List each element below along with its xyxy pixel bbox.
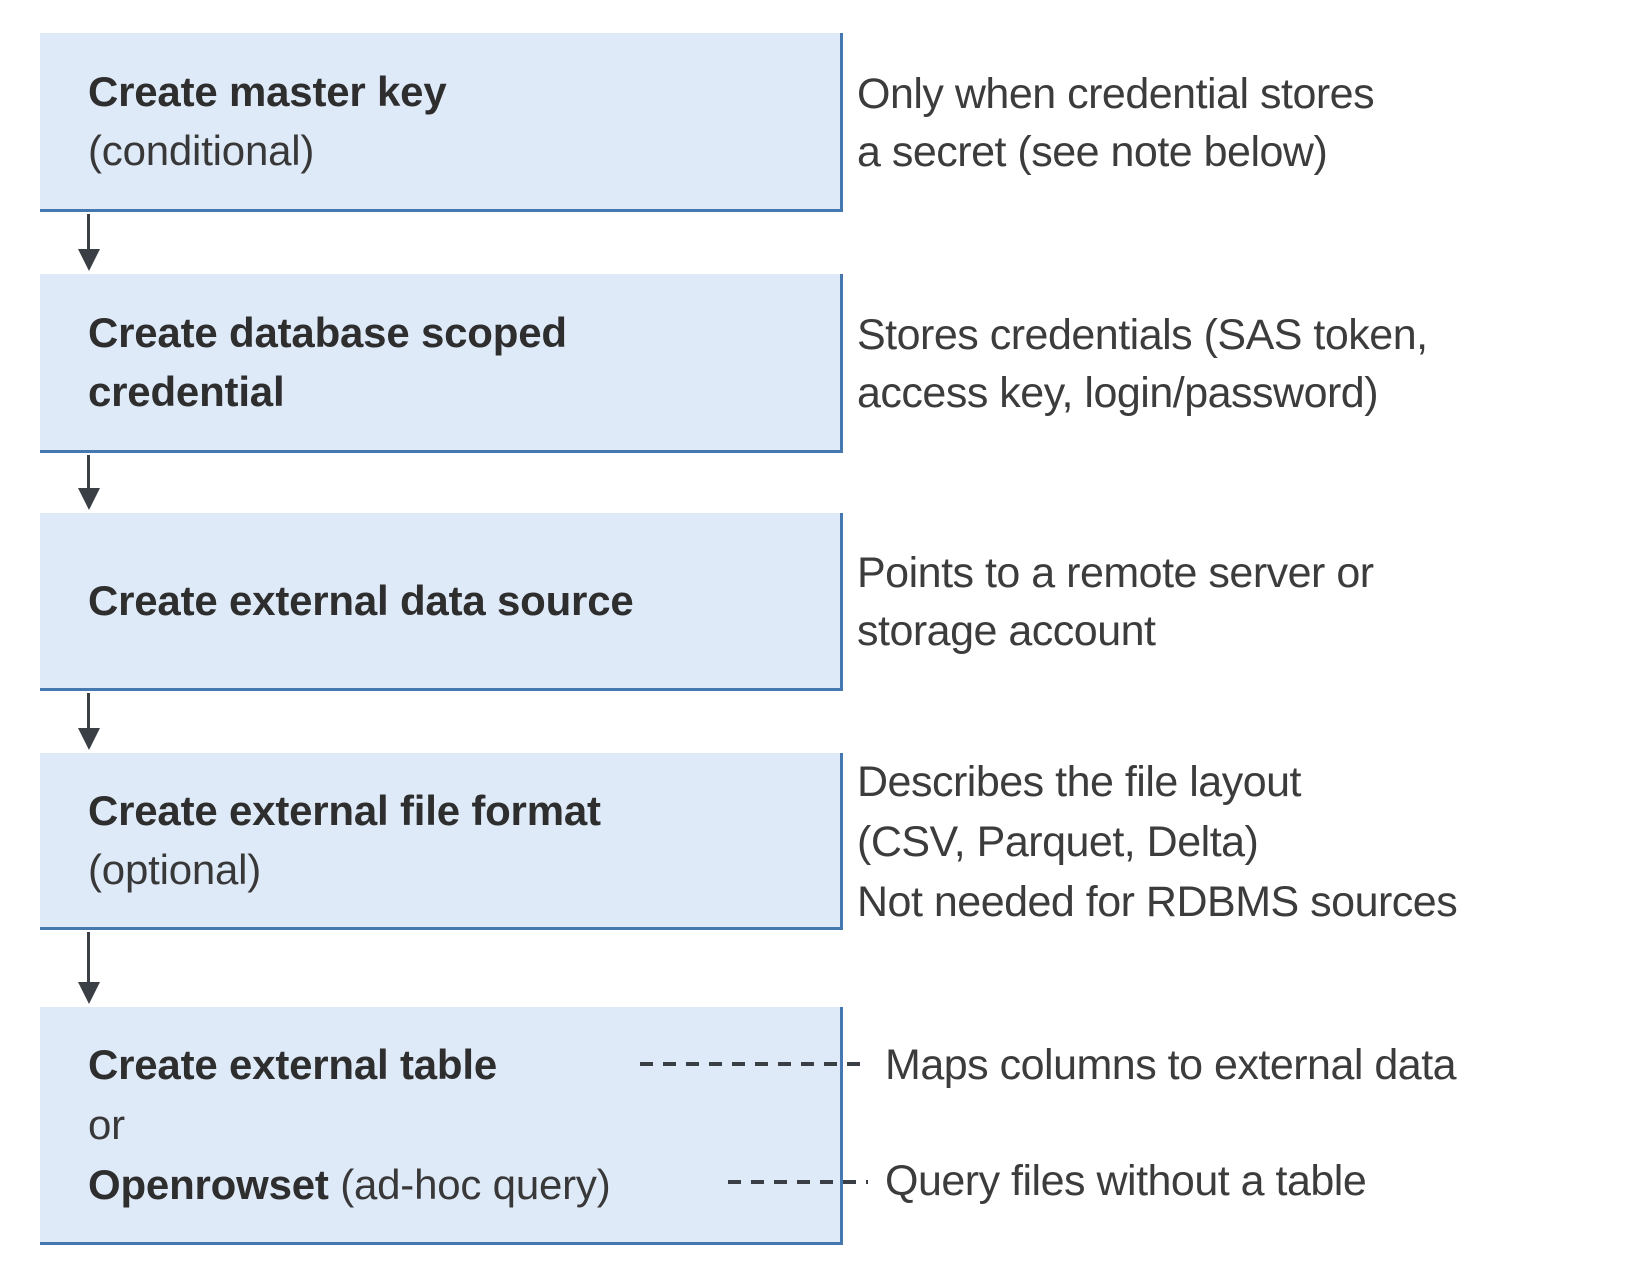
arrow-head-icon [78,488,100,510]
annotation-line: Not needed for RDBMS sources [857,877,1458,926]
step-title: Create database scoped [88,309,567,356]
down-arrow [78,693,100,750]
arrow-line [87,455,90,488]
step-box-external-file-format: Create external file format (optional) [40,753,843,930]
step-title: Create master key [88,68,447,115]
dashed-connector-openrowset [728,1180,868,1184]
step-box-external-data-source: Create external data source [40,513,843,691]
step-box-external-table: Create external table or Openrowset (ad-… [40,1007,843,1245]
down-arrow [78,214,100,271]
step-title: credential [88,368,285,415]
annotation-line: Only when credential stores [857,69,1375,118]
arrow-line [87,214,90,249]
step-or-label: or [88,1100,125,1148]
step-title: Create external data source [88,577,634,624]
step-note: (optional) [88,846,262,893]
annotation-line: (CSV, Parquet, Delta) [857,817,1259,866]
arrow-head-icon [78,728,100,750]
dashed-connector-external-table [640,1062,868,1066]
annotation-openrowset: Query files without a table [885,1157,1367,1205]
step-note: (ad-hoc query) [328,1160,611,1208]
annotation-master-key: Only when credential stores a secret (se… [857,33,1617,212]
annotation-line: storage account [857,607,1156,655]
step-title: Create external file format [88,787,601,834]
arrow-line [87,932,90,982]
step-box-master-key: Create master key (conditional) [40,33,843,212]
step-title: Create external table [88,1040,497,1088]
annotation-line: Describes the file layout [857,757,1302,806]
step-title-alt: Openrowset (ad-hoc query) [88,1155,840,1215]
arrow-head-icon [78,249,100,271]
arrow-head-icon [78,982,100,1004]
annotation-external-table: Maps columns to external data [885,1041,1457,1089]
step-title-openrowset: Openrowset [88,1160,329,1208]
step-note: (conditional) [88,127,315,174]
annotation-line: Points to a remote server or [857,549,1374,597]
annotation-line: Stores credentials (SAS token, [857,310,1428,359]
annotation-external-data-source: Points to a remote server or storage acc… [857,513,1617,691]
arrow-line [87,693,90,728]
down-arrow [78,455,100,510]
down-arrow [78,932,100,1004]
annotation-line: access key, login/password) [857,368,1379,417]
annotation-external-file-format: Describes the file layout (CSV, Parquet,… [857,750,1617,933]
annotation-scoped-credential: Stores credentials (SAS token, access ke… [857,274,1617,453]
step-box-scoped-credential: Create database scoped credential [40,274,843,453]
annotation-line: a secret (see note below) [857,127,1328,176]
